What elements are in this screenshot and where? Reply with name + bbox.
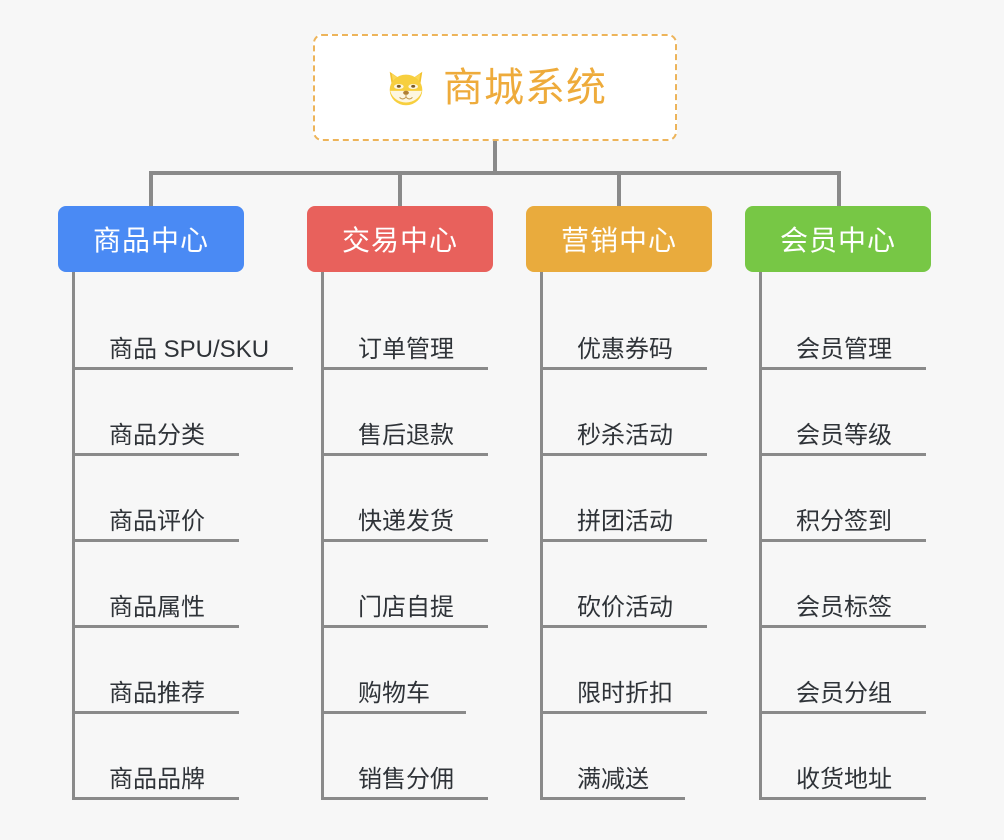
leaf-item-underline	[75, 367, 293, 370]
column-header-4[interactable]: 会员中心	[745, 206, 931, 272]
leaf-item-underline	[543, 711, 707, 714]
leaf-item-underline	[324, 797, 488, 800]
leaf-item-label: 购物车	[358, 679, 430, 707]
leaf-item-label: 优惠券码	[577, 335, 673, 363]
leaf-item-label: 秒杀活动	[577, 421, 673, 449]
column-1: 商品中心商品 SPU/SKU 商品分类商品评价商品属性商品推荐商品品牌	[58, 206, 293, 800]
leaf-item-label: 售后退款	[358, 421, 454, 449]
leaf-item-underline	[543, 625, 707, 628]
column-header-3[interactable]: 营销中心	[526, 206, 712, 272]
leaf-item[interactable]: 拼团活动	[543, 456, 712, 542]
leaf-list-4: 会员管理会员等级积分签到会员标签会员分组收货地址	[759, 272, 931, 800]
leaf-item-underline	[75, 453, 239, 456]
leaf-item-label: 收货地址	[796, 765, 892, 793]
root-title: 商城系统	[443, 65, 607, 110]
leaf-item-label: 商品 SPU/SKU	[109, 335, 270, 363]
leaf-item[interactable]: 会员管理	[762, 284, 931, 370]
leaf-item-underline	[762, 625, 926, 628]
column-header-2[interactable]: 交易中心	[307, 206, 493, 272]
leaf-list-2: 订单管理售后退款快递发货门店自提购物车销售分佣	[321, 272, 493, 800]
leaf-item-underline	[762, 453, 926, 456]
leaf-item-underline	[543, 539, 707, 542]
leaf-item-label: 会员等级	[796, 421, 892, 449]
leaf-item-underline	[543, 367, 707, 370]
leaf-item-label: 会员分组	[796, 679, 892, 707]
leaf-item-underline	[75, 539, 239, 542]
leaf-item-label: 积分签到	[796, 507, 892, 535]
leaf-item-underline	[762, 539, 926, 542]
leaf-item[interactable]: 商品推荐	[75, 628, 244, 714]
leaf-item-underline	[543, 797, 685, 800]
leaf-item-underline	[324, 367, 488, 370]
leaf-item[interactable]: 砍价活动	[543, 542, 712, 628]
leaf-list-3: 优惠券码秒杀活动拼团活动砍价活动限时折扣满减送	[540, 272, 712, 800]
leaf-item[interactable]: 售后退款	[324, 370, 493, 456]
leaf-item-underline	[75, 797, 239, 800]
leaf-item[interactable]: 会员等级	[762, 370, 931, 456]
connector-drop-3	[617, 171, 621, 208]
leaf-item[interactable]: 收货地址	[762, 714, 931, 800]
leaf-item-underline	[762, 367, 926, 370]
leaf-item-underline	[324, 625, 488, 628]
connector-drop-4	[837, 171, 841, 208]
leaf-item-underline	[324, 711, 466, 714]
column-2: 交易中心订单管理售后退款快递发货门店自提购物车销售分佣	[307, 206, 493, 800]
leaf-item[interactable]: 限时折扣	[543, 628, 712, 714]
leaf-item-label: 门店自提	[358, 593, 454, 621]
leaf-item-label: 拼团活动	[577, 507, 673, 535]
connector-root-stem	[493, 141, 497, 174]
leaf-item[interactable]: 销售分佣	[324, 714, 493, 800]
leaf-item-label: 订单管理	[358, 335, 454, 363]
leaf-item-label: 砍价活动	[577, 593, 673, 621]
leaf-item-label: 商品分类	[109, 421, 205, 449]
leaf-item[interactable]: 商品品牌	[75, 714, 244, 800]
leaf-item[interactable]: 优惠券码	[543, 284, 712, 370]
leaf-item[interactable]: 订单管理	[324, 284, 493, 370]
leaf-item-underline	[75, 711, 239, 714]
leaf-item-underline	[324, 539, 488, 542]
leaf-item-label: 会员管理	[796, 335, 892, 363]
leaf-item-underline	[543, 453, 707, 456]
leaf-item-label: 满减送	[577, 765, 649, 793]
leaf-item[interactable]: 快递发货	[324, 456, 493, 542]
leaf-item-underline	[762, 797, 926, 800]
leaf-list-1: 商品 SPU/SKU 商品分类商品评价商品属性商品推荐商品品牌	[72, 272, 293, 800]
connector-horizontal-bar	[149, 171, 841, 175]
shiba-dog-face-icon	[383, 65, 429, 111]
leaf-item-label: 会员标签	[796, 593, 892, 621]
column-3: 营销中心优惠券码秒杀活动拼团活动砍价活动限时折扣满减送	[526, 206, 712, 800]
leaf-item-label: 商品评价	[109, 507, 205, 535]
column-header-1[interactable]: 商品中心	[58, 206, 244, 272]
column-4: 会员中心会员管理会员等级积分签到会员标签会员分组收货地址	[745, 206, 931, 800]
leaf-item[interactable]: 商品 SPU/SKU	[75, 284, 293, 370]
leaf-item-underline	[75, 625, 239, 628]
leaf-item-underline	[324, 453, 488, 456]
leaf-item-label: 销售分佣	[358, 765, 454, 793]
leaf-item[interactable]: 商品评价	[75, 456, 244, 542]
leaf-item[interactable]: 积分签到	[762, 456, 931, 542]
leaf-item-underline	[762, 711, 926, 714]
leaf-item[interactable]: 满减送	[543, 714, 712, 800]
leaf-item-label: 商品推荐	[109, 679, 205, 707]
leaf-item-label: 商品品牌	[109, 765, 205, 793]
leaf-item[interactable]: 商品分类	[75, 370, 244, 456]
connector-drop-1	[149, 171, 153, 208]
leaf-item-label: 快递发货	[358, 507, 454, 535]
leaf-item-label: 商品属性	[109, 593, 205, 621]
leaf-item[interactable]: 会员标签	[762, 542, 931, 628]
leaf-item[interactable]: 门店自提	[324, 542, 493, 628]
leaf-item[interactable]: 秒杀活动	[543, 370, 712, 456]
leaf-item[interactable]: 会员分组	[762, 628, 931, 714]
leaf-item[interactable]: 商品属性	[75, 542, 244, 628]
connector-drop-2	[398, 171, 402, 208]
leaf-item-label: 限时折扣	[577, 679, 673, 707]
root-node[interactable]: 商城系统	[313, 34, 677, 141]
leaf-item[interactable]: 购物车	[324, 628, 493, 714]
